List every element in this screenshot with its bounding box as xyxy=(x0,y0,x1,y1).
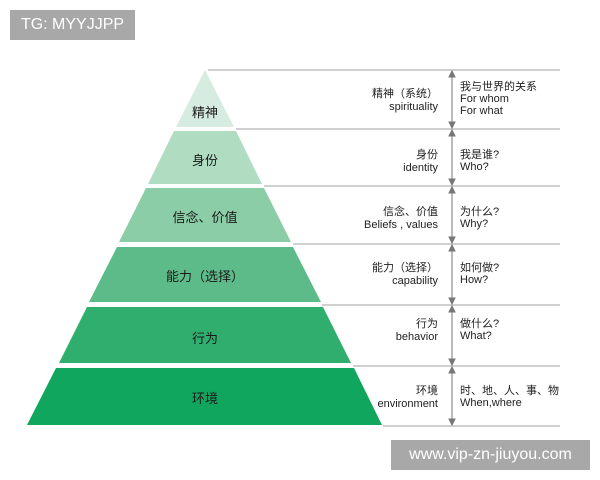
pyramid-label-spirituality: 精神 xyxy=(191,106,219,121)
level-desc-behavior: 行为 behavior xyxy=(396,318,438,344)
pyramid-label-capability: 能力（选择） xyxy=(165,270,245,285)
level-desc-environment: 环境 environment xyxy=(377,385,438,411)
pyramid-label-beliefs: 信念、价值 xyxy=(172,211,238,226)
question-line: 如何做? xyxy=(460,262,500,274)
level-desc-spirituality: 精神（系统） spirituality xyxy=(372,88,438,114)
desc-en: Beliefs , values xyxy=(364,219,438,231)
desc-en: environment xyxy=(377,398,438,410)
desc-cn: 身份 xyxy=(416,149,438,161)
watermark-top: TG: MYYJJPP xyxy=(10,10,135,40)
question-line: 我是谁? xyxy=(460,149,500,161)
desc-cn: 行为 xyxy=(416,318,438,330)
desc-en: identity xyxy=(403,162,438,174)
question-line: 时、地、人、事、物 xyxy=(460,385,559,397)
double-arrow-icons xyxy=(448,69,456,427)
level-question-spirituality: 我与世界的关系 For whom For what xyxy=(460,81,537,117)
pyramid-label-environment: 环境 xyxy=(191,392,219,407)
level-desc-identity: 身份 identity xyxy=(403,149,438,175)
desc-cn: 精神（系统） xyxy=(372,88,438,100)
desc-en: capability xyxy=(392,275,438,287)
question-line: 我与世界的关系 xyxy=(460,81,537,93)
pyramid-layer-capability xyxy=(89,247,321,302)
question-line: Who? xyxy=(460,161,489,173)
desc-en: behavior xyxy=(395,331,438,343)
question-line: When,where xyxy=(460,397,522,409)
pyramid-label-identity: 身份 xyxy=(191,154,219,169)
pyramid-label-behavior: 行为 xyxy=(191,332,219,347)
pyramid-layer-spirituality xyxy=(176,70,234,127)
level-desc-beliefs: 信念、价值 Beliefs , values xyxy=(364,206,438,232)
watermark-bottom: www.vip-zn-jiuyou.com xyxy=(391,440,590,470)
level-question-capability: 如何做? How? xyxy=(460,262,499,286)
pyramid-layer-beliefs xyxy=(119,188,291,242)
question-line: For whom xyxy=(460,93,509,105)
desc-cn: 环境 xyxy=(416,385,438,397)
level-question-identity: 我是谁? Who? xyxy=(460,149,499,173)
pyramid-layer-environment xyxy=(27,368,382,425)
desc-cn: 信念、价值 xyxy=(383,206,438,218)
pyramid-layer-behavior xyxy=(59,307,351,363)
desc-cn: 能力（选择） xyxy=(372,262,438,274)
level-question-behavior: 做什么? What? xyxy=(460,318,499,342)
question-line: 为什么? xyxy=(460,206,500,218)
separator-lines xyxy=(208,69,560,427)
question-line: How? xyxy=(460,274,489,286)
level-question-beliefs: 为什么? Why? xyxy=(460,206,499,230)
level-question-environment: 时、地、人、事、物 When,where xyxy=(460,385,559,409)
level-desc-capability: 能力（选择） capability xyxy=(372,262,438,288)
desc-en: spirituality xyxy=(389,101,438,113)
question-line: Why? xyxy=(460,218,489,230)
question-line: What? xyxy=(460,330,492,342)
pyramid-layer-identity xyxy=(148,131,262,184)
question-line: 做什么? xyxy=(460,318,500,330)
question-line: For what xyxy=(460,105,503,117)
